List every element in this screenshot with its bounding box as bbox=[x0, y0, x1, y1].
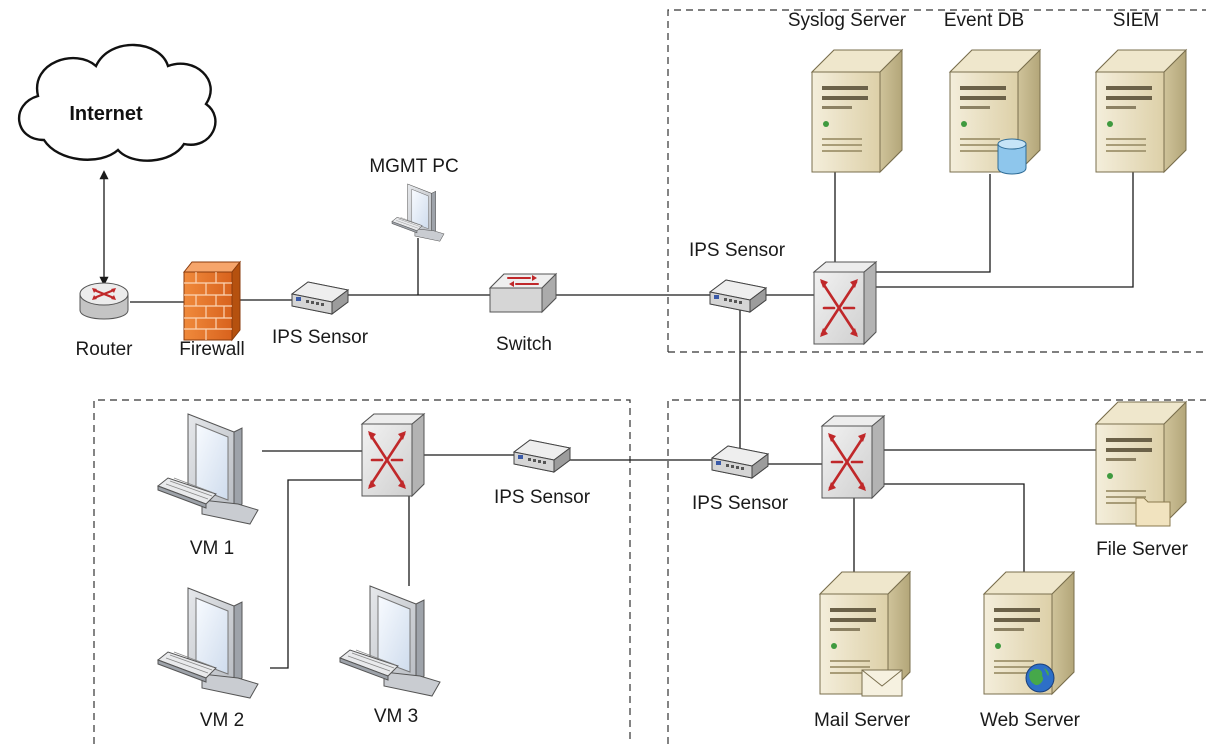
server-icon bbox=[811, 49, 903, 173]
mail-server-label: Mail Server bbox=[814, 710, 911, 731]
pc-icon bbox=[339, 585, 441, 697]
ips-sensor-icon bbox=[711, 445, 769, 479]
vm3-label: VM 3 bbox=[374, 706, 418, 727]
ips-sensor-3-label: IPS Sensor bbox=[494, 487, 591, 508]
event-db-label: Event DB bbox=[944, 10, 1024, 31]
ips-sensor-4-label: IPS Sensor bbox=[692, 493, 789, 514]
pc-icon bbox=[157, 587, 259, 699]
pc-icon bbox=[391, 183, 445, 242]
link-vm2-switch bbox=[270, 479, 362, 669]
globe-icon bbox=[1025, 663, 1055, 693]
firewall-icon bbox=[182, 260, 242, 342]
vm2-label: VM 2 bbox=[200, 710, 244, 731]
link-siem bbox=[872, 172, 1134, 288]
vm-switch-icon bbox=[360, 412, 426, 498]
siem-label: SIEM bbox=[1113, 10, 1159, 31]
ips-sensor-2-label: IPS Sensor bbox=[689, 240, 786, 261]
zone-vm-network bbox=[93, 399, 631, 744]
mail-icon bbox=[861, 669, 903, 697]
link-webserver bbox=[884, 483, 1025, 590]
switch-label: Switch bbox=[496, 334, 552, 355]
zone-security-monitoring bbox=[667, 9, 1206, 352]
router-label: Router bbox=[75, 339, 133, 360]
vm1-label: VM 1 bbox=[190, 538, 234, 559]
ips-sensor-icon bbox=[291, 281, 349, 315]
ips-sensor-icon bbox=[709, 279, 767, 313]
firewall-label: Firewall bbox=[179, 339, 244, 360]
core-switch-icon bbox=[812, 260, 878, 346]
ips-sensor-icon bbox=[513, 439, 571, 473]
link-eventdb bbox=[872, 174, 991, 273]
mgmt-pc-label: MGMT PC bbox=[369, 156, 458, 177]
server-switch-icon bbox=[820, 414, 886, 500]
folder-icon bbox=[1135, 497, 1171, 527]
ips-sensor-1-label: IPS Sensor bbox=[272, 327, 369, 348]
web-server-label: Web Server bbox=[980, 710, 1081, 731]
server-icon bbox=[1095, 49, 1187, 173]
pc-icon bbox=[157, 413, 259, 525]
cloud-icon bbox=[18, 43, 217, 162]
file-server-label: File Server bbox=[1096, 539, 1189, 560]
internet-label: Internet bbox=[69, 103, 143, 125]
switch-icon bbox=[488, 272, 558, 314]
router-icon bbox=[79, 282, 129, 320]
zone-server-network bbox=[667, 399, 1206, 744]
database-icon bbox=[997, 138, 1027, 175]
syslog-server-label: Syslog Server bbox=[788, 10, 907, 31]
